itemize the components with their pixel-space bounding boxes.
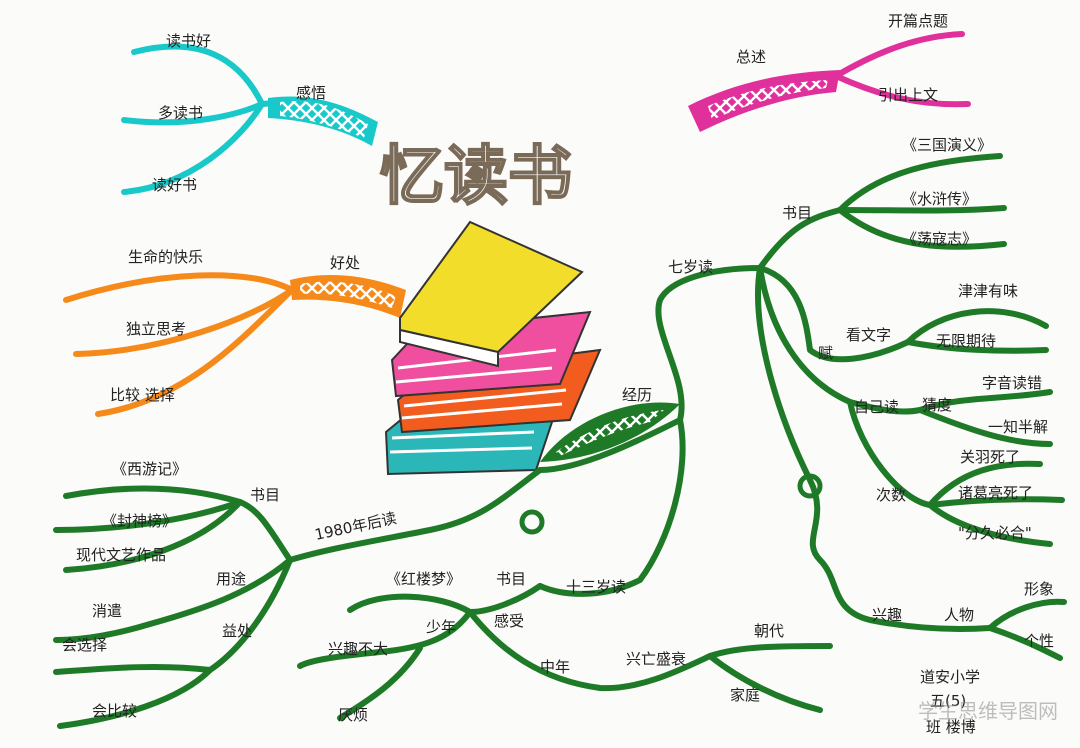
zijidu-child-2: 字音读错 — [982, 374, 1042, 392]
ganwu-child-1: 读书好 — [166, 32, 211, 50]
shaonian-child-1: 兴趣不大 — [328, 640, 388, 658]
yongtu-child-1: 消遣 — [92, 602, 122, 620]
branch-zongshu — [688, 31, 971, 132]
qisui-label: 七岁读 — [668, 258, 713, 276]
kanwenzi-child-1: 津津有味 — [958, 282, 1018, 300]
xingshuai-label: 兴亡盛衰 — [626, 650, 686, 668]
shisansui-shumu-label: 书目 — [496, 570, 526, 588]
xingqu-child-1: 形象 — [1024, 580, 1054, 598]
hou1980-yichu-label: 益处 — [222, 622, 252, 640]
xingqu-child-2: 个性 — [1024, 632, 1054, 650]
zijidu-child-3: 一知半解 — [988, 418, 1048, 436]
ganwu-child-2: 多读书 — [158, 104, 203, 122]
shisansui-book-1: 《红楼梦》 — [386, 570, 461, 588]
xingqu-label: 兴趣 — [872, 606, 902, 624]
haochu-child-2: 独立思考 — [126, 320, 186, 338]
zongshu-child-1: 开篇点题 — [888, 12, 948, 30]
hou1980-yichu-child-1: 会选择 — [62, 636, 107, 654]
hou1980-book-3: 现代文艺作品 — [76, 546, 166, 564]
cishu-label: 次数 — [876, 486, 906, 504]
ganwu-child-3: 读好书 — [152, 176, 197, 194]
zhongnian-child-1: 厌烦 — [338, 706, 368, 724]
kanwenzi-child-2: 无限期待 — [936, 332, 996, 350]
shaonian-label: 少年 — [426, 618, 456, 636]
haochu-child-3: 比较 选择 — [110, 386, 175, 404]
cishu-child-3: "分久必合" — [958, 524, 1032, 542]
branch-jingli — [287, 265, 763, 597]
haochu-label: 好处 — [330, 254, 360, 272]
branch-ganwu — [121, 43, 378, 195]
hou1980-book-1: 《西游记》 — [112, 460, 187, 478]
kanwenzi-label: 看文字 — [846, 326, 891, 344]
branch-haochu — [63, 272, 406, 417]
qisui-book-3: 《荡寇志》 — [902, 230, 977, 248]
hou1980-shumu-label: 书目 — [250, 486, 280, 504]
watermark: 学生思维导图网 — [918, 699, 1058, 723]
yongtu-label: 用途 — [216, 570, 246, 588]
zhongnian-label: 中年 — [540, 658, 570, 676]
zongshu-child-2: 引出上文 — [878, 86, 938, 104]
credit-class: 五(5) — [930, 692, 966, 710]
xingshuai-child-1: 朝代 — [754, 622, 784, 640]
zongshu-ribbon — [688, 70, 840, 132]
zongshu-label: 总述 — [736, 48, 766, 66]
shisansui-label: 十三岁读 — [566, 578, 626, 596]
jingli-label: 经历 — [622, 386, 652, 404]
xingqu-renwu: 人物 — [944, 606, 974, 624]
credit-school: 道安小学 — [920, 668, 980, 686]
cishu-child-2: 诸葛亮死了 — [958, 484, 1033, 502]
qisui-shumu-label: 书目 — [782, 204, 812, 222]
page-title: 忆读书 — [380, 140, 572, 214]
zijidu-label: 自己读 — [854, 398, 899, 416]
hou1980-yichu-child-2: 会比较 — [92, 702, 137, 720]
xingshuai-child-2: 家庭 — [730, 686, 760, 704]
shisansui-gancu: 感受 — [494, 612, 524, 630]
qisui-book-1: 《三国演义》 — [902, 136, 992, 154]
haochu-child-1: 生命的快乐 — [128, 248, 203, 266]
qisui-book-2: 《水浒传》 — [902, 190, 977, 208]
hou1980-book-2: 《封神榜》 — [102, 512, 177, 530]
hou1980-subtree — [53, 485, 545, 729]
ganwu-label: 感悟 — [296, 84, 326, 102]
shisansui-subtree — [297, 583, 833, 721]
cishu-child-1: 关羽死了 — [960, 448, 1020, 466]
qisui-cheng: 赋 — [818, 344, 833, 362]
books-illustration — [384, 220, 602, 476]
qisui-subtree — [755, 153, 1067, 661]
credit-name: 班 楼博 — [926, 718, 976, 736]
zijidu-child-1: 猜度 — [922, 396, 952, 414]
